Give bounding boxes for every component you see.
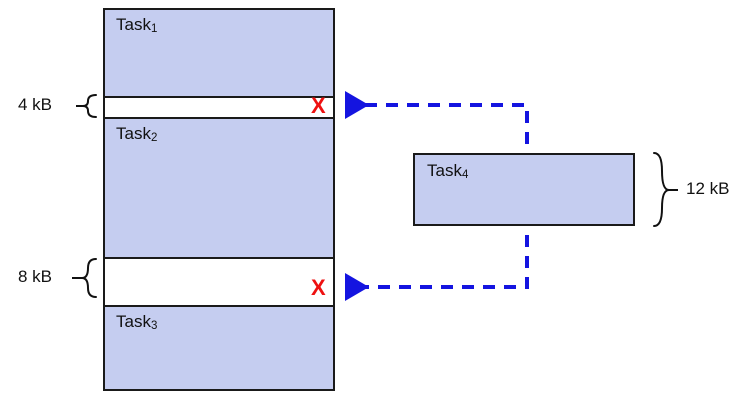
memory-block-task3-label: Task3 [116, 312, 158, 332]
incoming-task4-block: Task4 [413, 153, 635, 226]
arrow-task4-to-hole-8kb [345, 214, 529, 301]
memory-block-task2-label: Task2 [116, 124, 158, 144]
divider-task1-hole1 [105, 96, 333, 98]
divider-hole1-task2 [105, 117, 333, 119]
size-label-4kb: 4 kB [18, 95, 53, 114]
memory-block-task3: Task3 [105, 307, 333, 389]
size-label-12kb: 12 kB [686, 179, 730, 198]
size-label-8kb: 8 kB [18, 267, 53, 286]
memory-block-task1-label: Task1 [116, 15, 158, 35]
memory-hole-8kb [105, 259, 333, 305]
x-mark-hole-4kb: X [311, 93, 326, 118]
x-mark-hole-8kb: X [311, 275, 326, 300]
memory-block-task2: Task2 [105, 119, 333, 257]
incoming-task4-label: Task4 [427, 161, 469, 181]
main-memory-column: Task1 Task2 Task3 [103, 8, 335, 391]
memory-hole-4kb [105, 98, 333, 117]
divider-hole2-task3 [105, 305, 333, 307]
memory-block-task1: Task1 [105, 10, 333, 96]
divider-task2-hole2 [105, 257, 333, 259]
